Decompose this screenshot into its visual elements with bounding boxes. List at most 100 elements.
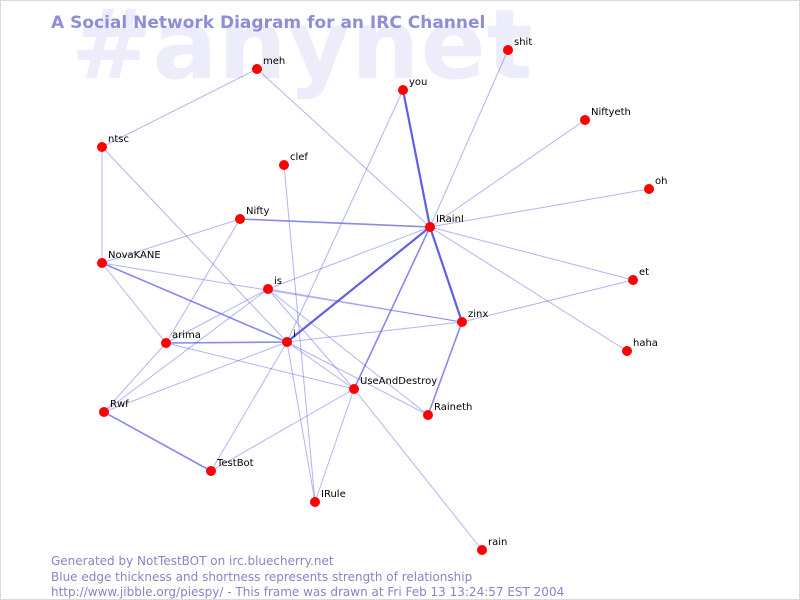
node-label: ntsc — [108, 134, 129, 145]
node-dot — [263, 284, 273, 294]
node-arima: arima — [161, 330, 201, 348]
node-IRule: IRule — [310, 489, 346, 507]
node-meh: meh — [252, 56, 285, 74]
node-TestBot: TestBot — [206, 458, 254, 476]
node-i: i — [282, 329, 296, 347]
edge-is-arima — [165, 288, 269, 344]
edge-clef-IRule — [283, 164, 316, 503]
node-dot — [161, 338, 171, 348]
edge-ntsc-i — [101, 146, 288, 343]
node-label: IRule — [321, 489, 346, 500]
node-rain: rain — [477, 537, 507, 555]
footer-url-line: http://www.jibble.org/piespy/ - This fra… — [51, 585, 565, 599]
edge-NovaKANE-arima — [101, 262, 167, 344]
node-zinx: zinx — [457, 309, 488, 327]
node-Nifty: Nifty — [235, 206, 270, 224]
node-label: UseAndDestroy — [360, 376, 437, 387]
node-dot — [99, 407, 109, 417]
node-dot — [457, 317, 467, 327]
edge-is-zinx — [267, 288, 463, 323]
node-UseAndDestroy: UseAndDestroy — [349, 376, 437, 394]
edge-i-TestBot — [210, 341, 288, 472]
node-dot — [97, 258, 107, 268]
node-label: you — [409, 77, 427, 88]
edge-IRainI-is — [267, 226, 431, 290]
edge-arima-UseAndDestroy — [165, 342, 355, 390]
edge-zinx-et — [461, 279, 634, 323]
node-dot — [349, 384, 359, 394]
edge-IRainI-UseAndDestroy — [353, 226, 431, 390]
edge-IRainI-haha — [429, 226, 628, 352]
node-label: et — [639, 267, 649, 278]
edge-you-IRainI — [401, 89, 432, 228]
node-dot — [580, 115, 590, 125]
edge-IRainI-zinx — [428, 226, 464, 323]
node-label: Niftyeth — [591, 107, 631, 118]
node-label: zinx — [468, 309, 488, 320]
node-Niftyeth: Niftyeth — [580, 107, 631, 125]
edge-UseAndDestroy-rain — [353, 388, 483, 551]
node-dot — [423, 410, 433, 420]
node-label: Raineth — [434, 402, 472, 413]
edge-Nifty-NovaKANE — [101, 218, 241, 264]
node-haha: haha — [622, 338, 658, 356]
node-dot — [252, 64, 262, 74]
edge-is-Rwf — [103, 288, 269, 413]
node-Raineth: Raineth — [423, 402, 472, 420]
edge-you-i — [286, 89, 404, 343]
node-label: TestBot — [216, 458, 254, 469]
edge-arima-i — [165, 341, 288, 344]
node-dot — [206, 466, 216, 476]
edge-UseAndDestroy-TestBot — [210, 388, 355, 472]
node-label: meh — [263, 56, 285, 67]
node-you: you — [398, 77, 427, 95]
node-dot — [97, 142, 107, 152]
edges-layer — [101, 49, 650, 551]
node-dot — [310, 497, 320, 507]
node-label: shit — [514, 37, 532, 48]
node-oh: oh — [644, 176, 667, 194]
node-label: oh — [655, 176, 667, 187]
edge-i-zinx — [286, 321, 463, 343]
edge-oh-IRainI — [429, 188, 650, 228]
node-ntsc: ntsc — [97, 134, 129, 152]
node-Rwf: Rwf — [99, 399, 129, 417]
node-dot — [282, 337, 292, 347]
edge-UseAndDestroy-IRule — [314, 388, 355, 503]
edge-is-UseAndDestroy — [267, 288, 355, 390]
edge-Rwf-TestBot — [103, 411, 212, 472]
edge-is-Raineth — [267, 288, 429, 416]
nodes-layer: mehshityouNiftyethntscclefohNiftyIRainIN… — [97, 37, 667, 555]
node-label: Nifty — [246, 206, 270, 217]
node-label: IRainI — [436, 214, 464, 225]
node-label: is — [274, 276, 282, 287]
node-label: rain — [488, 537, 507, 548]
edge-zinx-Raineth — [427, 321, 463, 416]
edge-Nifty-arima — [165, 218, 241, 344]
edge-meh-ntsc — [101, 68, 258, 148]
node-dot — [477, 545, 487, 555]
node-dot — [628, 275, 638, 285]
node-clef: clef — [279, 152, 308, 170]
edge-NovaKANE-zinx — [101, 262, 463, 323]
node-label: i — [293, 329, 296, 340]
edge-i-Raineth — [286, 341, 429, 416]
edge-i-IRule — [286, 341, 316, 503]
node-dot — [235, 214, 245, 224]
channel-watermark: #anynet — [71, 0, 534, 101]
edge-arima-Rwf — [103, 342, 167, 413]
node-label: clef — [290, 152, 308, 163]
diagram-title: A Social Network Diagram for an IRC Chan… — [51, 13, 486, 33]
edge-IRainI-i — [286, 226, 431, 343]
node-dot — [425, 222, 435, 232]
edge-NovaKANE-i — [101, 262, 288, 343]
node-shit: shit — [503, 37, 532, 55]
node-is: is — [263, 276, 282, 294]
node-IRainI: IRainI — [425, 214, 464, 232]
edge-Nifty-IRainI — [239, 218, 431, 228]
node-label: Rwf — [110, 399, 129, 410]
edge-meh-IRainI — [256, 68, 431, 228]
node-dot — [644, 184, 654, 194]
